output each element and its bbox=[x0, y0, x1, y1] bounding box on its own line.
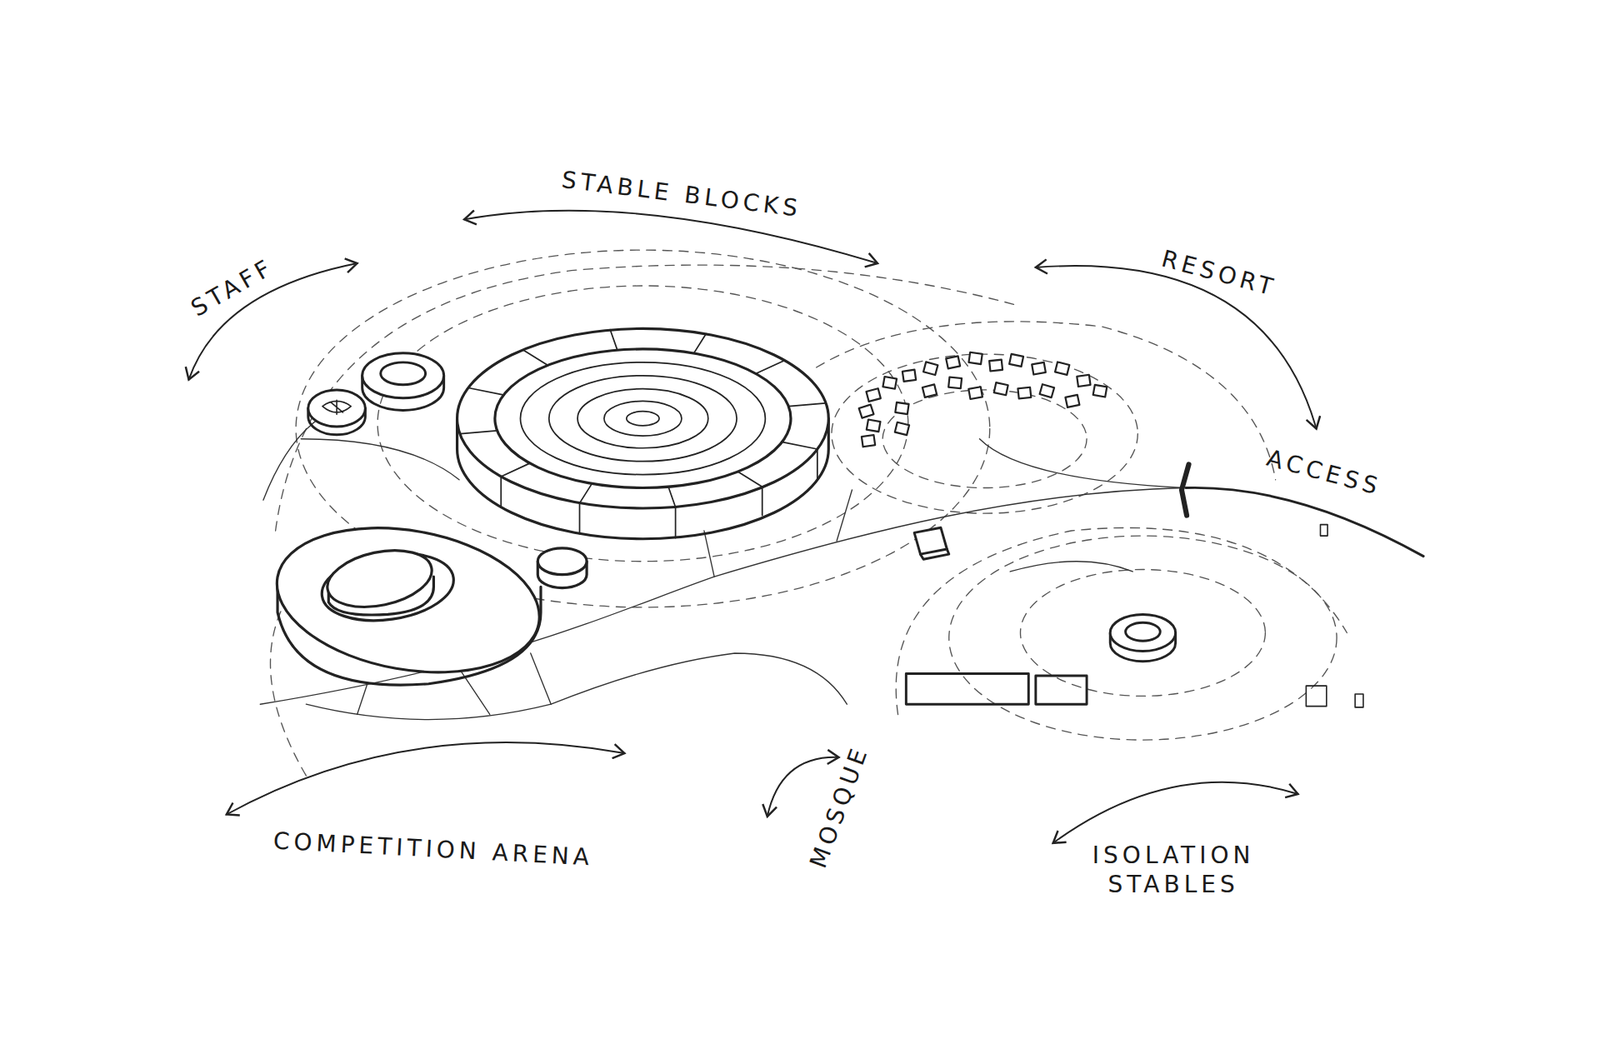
zone-label: STABLE BLOCKS bbox=[558, 164, 805, 224]
zone-label: STAFF bbox=[184, 251, 280, 325]
zone-label: MOSQUE bbox=[802, 739, 875, 874]
zone-label: ISOLATION STABLES bbox=[1084, 840, 1263, 900]
zone-label: RESORT bbox=[1156, 244, 1282, 304]
zone-label: ACCESS bbox=[1262, 442, 1387, 502]
zone-label: COMPETITION ARENA bbox=[271, 826, 597, 873]
